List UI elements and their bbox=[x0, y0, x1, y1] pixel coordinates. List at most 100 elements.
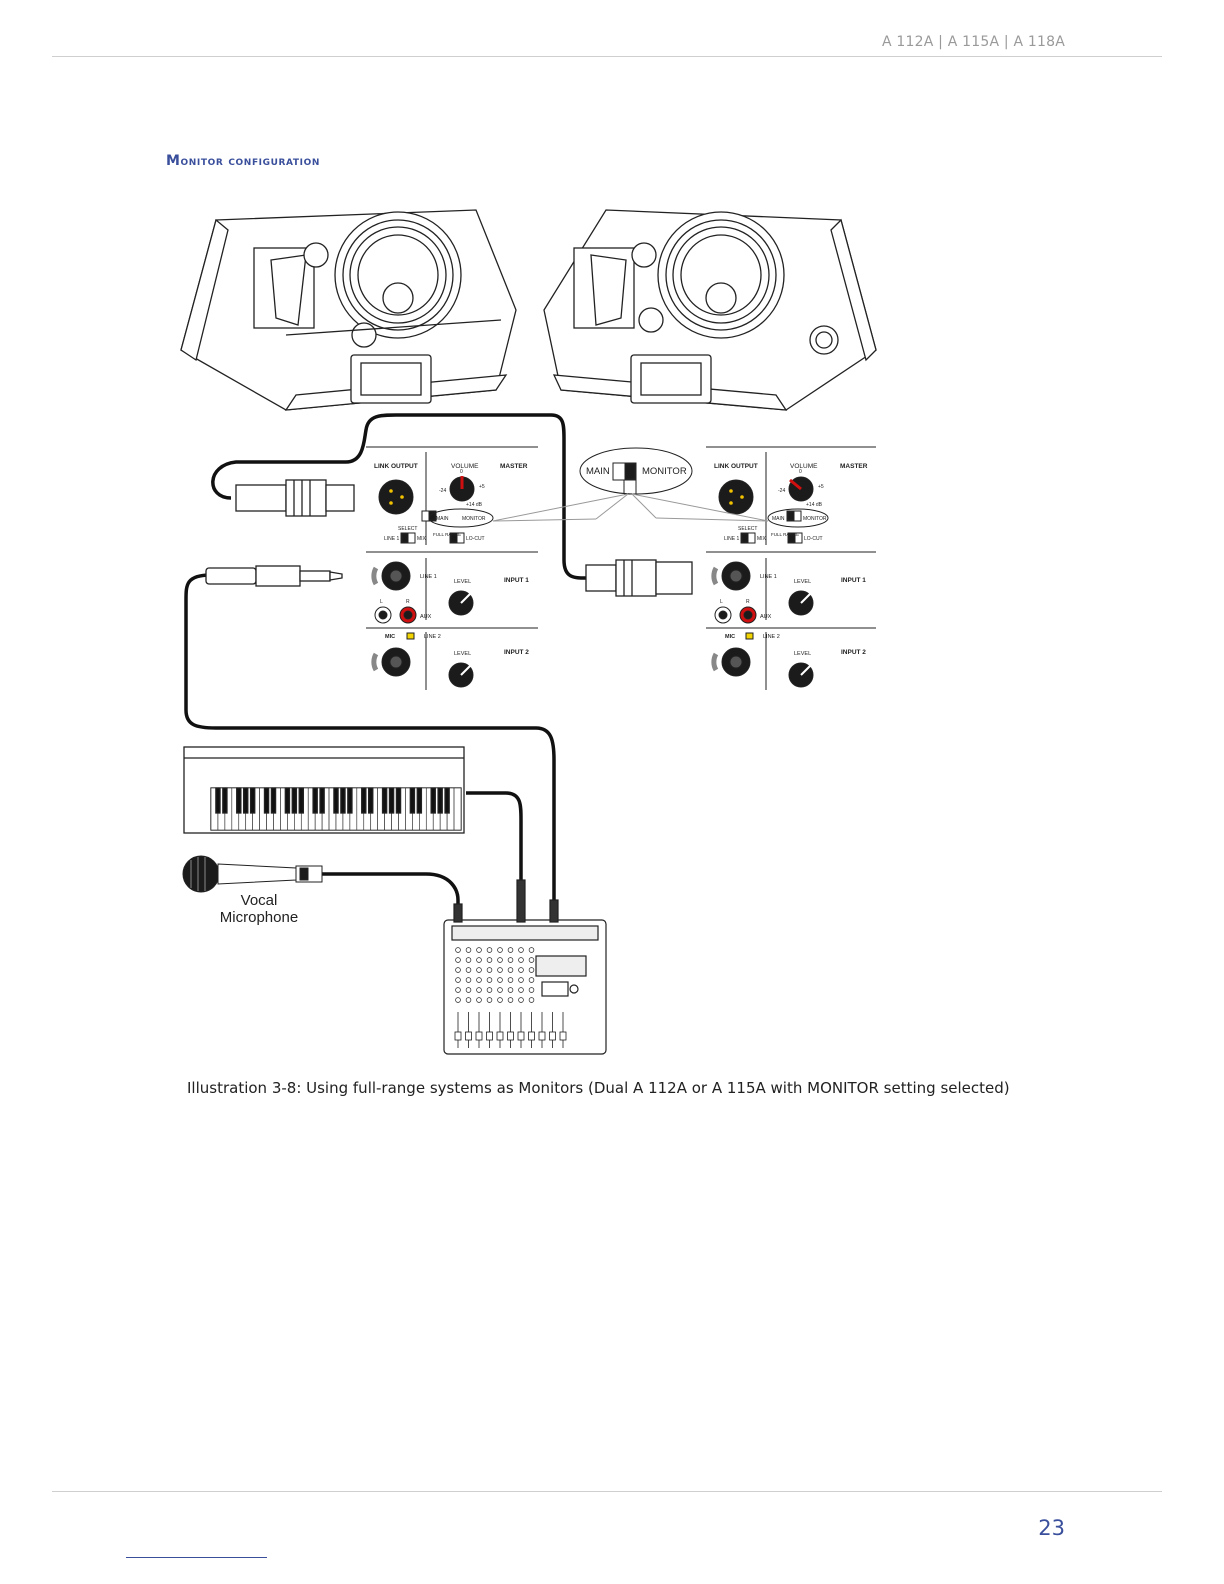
left-aux-r-label: R bbox=[406, 599, 410, 605]
mixer-knob bbox=[486, 967, 493, 973]
mic-label-line2: Microphone bbox=[220, 909, 298, 926]
right-line1-switch-label: LINE 1 bbox=[724, 536, 740, 542]
callout-monitor-label: MONITOR bbox=[642, 466, 687, 477]
mixer-knob bbox=[528, 997, 535, 1003]
mixing-console bbox=[443, 879, 607, 1055]
right-volume-label: VOLUME bbox=[790, 463, 818, 470]
right-line1-input-label: LINE 1 bbox=[760, 574, 777, 580]
right-mic-label: MIC bbox=[725, 634, 735, 640]
left-line1-input-label: LINE 1 bbox=[420, 574, 437, 580]
mixer-fader-cap bbox=[538, 1031, 546, 1041]
mixer-fader-cap bbox=[517, 1031, 525, 1041]
left-monitor-speaker bbox=[180, 209, 517, 411]
mixer-knob bbox=[507, 957, 514, 963]
right-select-label: SELECT bbox=[738, 526, 757, 532]
mixer-knob bbox=[497, 967, 503, 973]
keyboard-black-key bbox=[388, 787, 395, 814]
left-aux-l-label: L bbox=[380, 599, 383, 605]
mixer-knob bbox=[476, 957, 482, 963]
mixer-knob bbox=[455, 977, 461, 983]
right-full-range-label: FULL RANGE bbox=[771, 532, 799, 537]
mixer-knob bbox=[476, 947, 482, 953]
mixer-fader-cap bbox=[486, 1031, 493, 1041]
keyboard-black-key bbox=[409, 787, 416, 814]
cables bbox=[184, 413, 587, 905]
mixer-knob bbox=[455, 957, 461, 963]
mixer-knob bbox=[455, 997, 461, 1003]
mixer-knob bbox=[455, 947, 461, 953]
right-aux-r-label: R bbox=[746, 599, 750, 605]
mixer-knob bbox=[507, 967, 514, 973]
left-input2-label: INPUT 2 bbox=[504, 649, 529, 656]
mixer-knob bbox=[465, 997, 472, 1003]
right-level2-label: LEVEL bbox=[794, 651, 811, 657]
left-select-label: SELECT bbox=[398, 526, 417, 532]
mixer-knob bbox=[518, 947, 524, 953]
mixer-knob bbox=[528, 947, 535, 953]
xlr-connector-left bbox=[235, 479, 355, 517]
keyboard-black-key bbox=[236, 787, 242, 814]
left-panel-labels: LINK OUTPUT VOLUME MASTER -24 +5 +14 dB … bbox=[374, 463, 529, 657]
keyboard-black-key bbox=[270, 787, 277, 814]
keyboard-black-key bbox=[215, 787, 221, 814]
main-monitor-callout bbox=[492, 447, 769, 522]
right-line2-label: LINE 2 bbox=[763, 634, 780, 640]
callout-main-label: MAIN bbox=[586, 466, 610, 477]
section-title-rest: onitor configuration bbox=[180, 153, 320, 168]
mixer-knob bbox=[497, 957, 503, 963]
mixer-knob bbox=[465, 967, 472, 973]
mixer-knob bbox=[486, 957, 493, 963]
mixer-fader-cap bbox=[559, 1031, 567, 1041]
keyboard-black-key bbox=[340, 787, 346, 814]
keyboard-black-key bbox=[284, 787, 291, 814]
left-mix-label: MIX bbox=[417, 536, 427, 542]
keyboard-black-key bbox=[298, 787, 305, 814]
mixer-knob bbox=[518, 957, 524, 963]
right-level-label: LEVEL bbox=[794, 579, 811, 585]
vocal-microphone bbox=[182, 855, 323, 893]
mixer-knob bbox=[518, 977, 524, 983]
footer-link-underline bbox=[126, 1557, 267, 1558]
right-link-output-label: LINK OUTPUT bbox=[714, 463, 758, 470]
right-aux-l-label: L bbox=[720, 599, 723, 605]
mixer-knob bbox=[507, 987, 514, 993]
mixer-knob bbox=[455, 967, 461, 973]
keyboard-black-key bbox=[242, 787, 249, 814]
right-monitor-label: MONITOR bbox=[803, 516, 827, 522]
footer-divider bbox=[52, 1491, 1162, 1492]
mixer-knob bbox=[455, 987, 461, 993]
figure-caption: Illustration 3-8: Using full-range syste… bbox=[187, 1079, 1010, 1097]
mic-label-line1: Vocal bbox=[241, 892, 278, 909]
keyboard-black-key bbox=[395, 787, 402, 814]
left-control-panel bbox=[366, 446, 538, 690]
keyboard-black-key bbox=[312, 787, 318, 814]
left-main-label: MAIN bbox=[436, 516, 449, 522]
mixer-knob bbox=[465, 977, 472, 983]
mixer-knob bbox=[476, 997, 482, 1003]
right-vol-max: +5 bbox=[818, 484, 824, 490]
section-title-initial: M bbox=[166, 153, 181, 169]
jack-connector bbox=[205, 565, 343, 587]
header-model-list: A 112A | A 115A | A 118A bbox=[881, 34, 1065, 50]
mixer-knob bbox=[528, 957, 535, 963]
monitor-configuration-diagram: LINK OUTPUT VOLUME MASTER -24 +5 +14 dB … bbox=[180, 209, 877, 1055]
left-lo-cut-label: LO-CUT bbox=[466, 536, 485, 542]
right-input2-label: INPUT 2 bbox=[841, 649, 866, 656]
keyboard-black-key bbox=[333, 787, 339, 814]
mixer-knob bbox=[507, 977, 514, 983]
keyboard-white-key bbox=[453, 787, 462, 831]
mixer-knob bbox=[497, 987, 503, 993]
mixer-knob bbox=[497, 947, 503, 953]
mixer-knob bbox=[518, 997, 524, 1003]
left-link-output-label: LINK OUTPUT bbox=[374, 463, 418, 470]
left-level2-label: LEVEL bbox=[454, 651, 471, 657]
section-title: Monitor configuration bbox=[166, 153, 320, 169]
xlr-connector-right bbox=[585, 559, 693, 597]
mixer-fader-cap bbox=[454, 1031, 462, 1041]
right-monitor-speaker bbox=[543, 209, 877, 411]
keyboard-black-key bbox=[222, 787, 228, 814]
mixer-knob bbox=[465, 957, 472, 963]
keyboard-black-key bbox=[430, 787, 436, 814]
left-level-label: LEVEL bbox=[454, 579, 471, 585]
right-mix-label: MIX bbox=[757, 536, 767, 542]
